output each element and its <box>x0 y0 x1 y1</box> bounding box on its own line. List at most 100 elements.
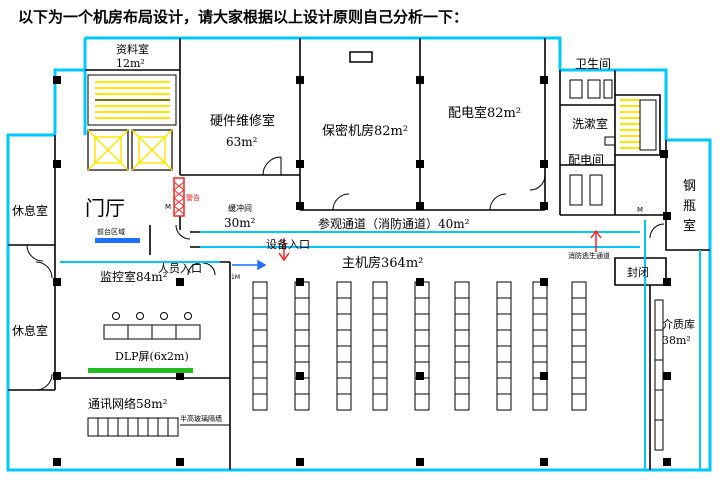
server-rack <box>372 329 388 347</box>
server-rack <box>294 297 310 315</box>
people-entry-label: 人员入口 <box>158 262 202 275</box>
server-rack <box>454 361 470 379</box>
media-shelves <box>654 299 664 451</box>
server-rack <box>252 297 268 315</box>
monitor-name: 监控室84m² <box>100 269 168 284</box>
main-name: 主机房364m² <box>342 255 423 271</box>
server-rack <box>496 329 512 347</box>
server-rack <box>571 361 587 379</box>
server-rack <box>532 393 548 411</box>
people-entry-arrow <box>232 259 267 271</box>
cylinder-char-2: 瓶 <box>683 199 696 214</box>
server-rack <box>454 329 470 347</box>
comm-racks <box>87 417 179 437</box>
server-rack <box>336 377 352 395</box>
right-stairs <box>620 99 657 151</box>
red-label: 警告 <box>186 193 200 202</box>
server-rack <box>336 345 352 363</box>
server-rack <box>496 361 512 379</box>
server-rack <box>336 361 352 379</box>
server-rack <box>496 281 512 299</box>
glass-wall-label: 半高玻璃隔墙 <box>180 414 222 423</box>
equip-entry-arrow <box>278 238 290 262</box>
server-rack <box>571 313 587 331</box>
server-rack <box>454 393 470 411</box>
server-rack <box>414 313 430 331</box>
monitor-consoles <box>103 312 201 340</box>
server-rack <box>252 329 268 347</box>
server-rack <box>372 377 388 395</box>
server-rack <box>454 377 470 395</box>
cylinder-char-1: 钢 <box>683 179 696 194</box>
server-rack <box>414 377 430 395</box>
dlp-label: DLP屏(6x2m) <box>115 350 189 363</box>
server-rack <box>372 281 388 299</box>
server-rack <box>454 297 470 315</box>
server-rack <box>252 377 268 395</box>
door-code-1: M <box>165 203 171 211</box>
server-rack <box>532 329 548 347</box>
rack-rows <box>252 281 587 411</box>
power-small-name: 配电间 <box>568 153 604 167</box>
front-desk <box>95 238 140 243</box>
server-rack <box>336 297 352 315</box>
media-name: 介质库 <box>662 318 695 331</box>
power-name: 配电室82m² <box>448 105 521 121</box>
server-rack <box>252 281 268 299</box>
server-rack <box>294 393 310 411</box>
server-rack <box>454 345 470 363</box>
server-rack <box>294 345 310 363</box>
server-rack <box>571 377 587 395</box>
columns <box>53 76 671 466</box>
server-rack <box>336 393 352 411</box>
archive-area: 12m² <box>116 57 145 70</box>
server-rack <box>372 313 388 331</box>
comm-name: 通讯网络58m² <box>88 396 168 411</box>
server-rack <box>294 313 310 331</box>
server-rack <box>454 313 470 331</box>
server-rack <box>372 393 388 411</box>
server-rack <box>372 297 388 315</box>
toilet-name: 卫生间 <box>575 57 611 71</box>
server-rack <box>252 361 268 379</box>
server-rack <box>454 281 470 299</box>
red-hatch <box>173 177 185 217</box>
server-rack <box>336 329 352 347</box>
front-desk-label: 前台区域 <box>97 227 125 236</box>
server-rack <box>496 377 512 395</box>
rest-bottom-name: 休息室 <box>12 323 48 338</box>
server-rack <box>496 313 512 331</box>
fire-exit-label: 消防逃生通道 <box>568 251 610 260</box>
left-stairs <box>87 74 177 126</box>
cylinder-char-3: 室 <box>683 218 696 234</box>
server-rack <box>336 281 352 299</box>
secure-name: 保密机房82m² <box>322 123 408 139</box>
rest-top-name: 休息室 <box>12 203 48 218</box>
server-rack <box>571 345 587 363</box>
door-code-2: M <box>637 206 643 214</box>
server-rack <box>571 393 587 411</box>
server-rack <box>496 345 512 363</box>
page-heading: 以下为一个机房布局设计，请大家根据以上设计原则自己分析一下： <box>18 8 468 26</box>
equip-entry-label: 设备入口 <box>266 237 310 251</box>
server-rack <box>252 313 268 331</box>
media-area: 38m² <box>662 334 691 347</box>
server-rack <box>294 377 310 395</box>
server-rack <box>532 297 548 315</box>
server-rack <box>414 345 430 363</box>
buffer-name: 缓冲间 <box>228 203 252 213</box>
server-rack <box>571 297 587 315</box>
server-rack <box>532 345 548 363</box>
dlp-screen <box>88 368 193 373</box>
server-rack <box>532 313 548 331</box>
server-rack <box>571 329 587 347</box>
server-rack <box>294 329 310 347</box>
wash-name: 洗漱室 <box>572 116 608 131</box>
server-rack <box>372 345 388 363</box>
size-mark: 1M <box>231 274 240 281</box>
server-rack <box>414 297 430 315</box>
server-rack <box>571 281 587 299</box>
server-rack <box>414 393 430 411</box>
